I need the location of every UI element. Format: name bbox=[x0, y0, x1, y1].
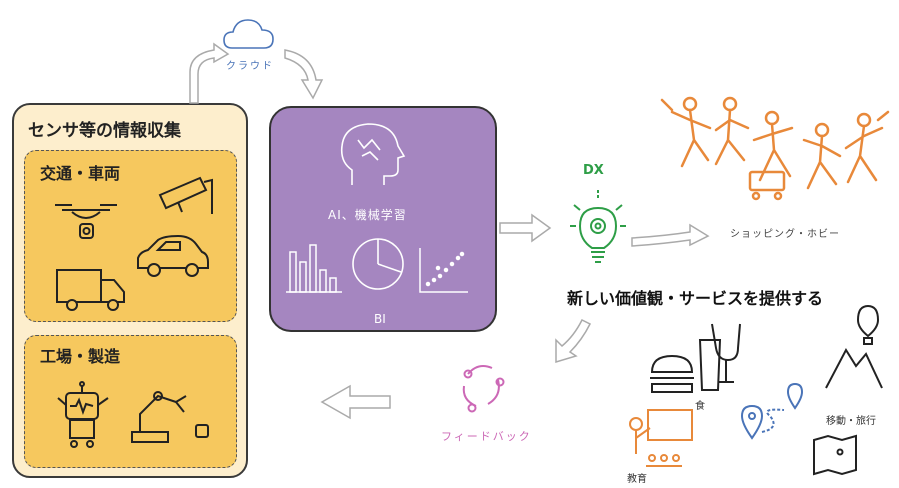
bi-label: BI bbox=[374, 312, 386, 326]
security-camera-icon bbox=[158, 176, 213, 214]
education-label: 教育 bbox=[627, 474, 647, 485]
shopping-label: ショッピング・ホビー bbox=[730, 229, 840, 240]
service-label: 新しい価値観・サービスを提供する bbox=[567, 289, 824, 308]
ai-label: AI、機械学習 bbox=[328, 208, 407, 222]
dx-label: DX bbox=[583, 163, 604, 178]
car-icon bbox=[137, 234, 209, 277]
dx-to-feedback-arrow bbox=[555, 318, 592, 364]
shoppers-icon bbox=[660, 96, 890, 201]
ai-to-dx-arrow bbox=[499, 213, 552, 243]
map-pin-icon bbox=[740, 382, 804, 440]
feedback-to-sensors-arrow bbox=[320, 384, 391, 420]
drone-icon bbox=[55, 204, 117, 239]
food-drink-icon bbox=[650, 323, 741, 393]
scatter-plot-icon bbox=[419, 248, 468, 293]
map-icon bbox=[813, 434, 857, 476]
teacher-icon bbox=[629, 409, 693, 467]
ai-bi-box bbox=[269, 106, 497, 332]
pie-chart-icon bbox=[352, 238, 404, 290]
cloud-down-arrow bbox=[284, 49, 324, 100]
cloud-icon bbox=[223, 19, 274, 49]
traffic-box bbox=[24, 150, 237, 322]
head-brain-icon bbox=[340, 123, 406, 185]
travel-label: 移動・旅行 bbox=[826, 416, 876, 427]
bar-chart-icon bbox=[286, 244, 342, 293]
robot-icon bbox=[57, 381, 109, 448]
traffic-box-title: 交通・車両 bbox=[40, 164, 121, 183]
dx-to-shopping-arrow bbox=[631, 223, 710, 247]
factory-box-title: 工場・製造 bbox=[40, 347, 121, 366]
sensor-panel-title: センサ等の情報収集 bbox=[28, 121, 181, 141]
cloud-label: クラウド bbox=[226, 61, 274, 72]
feedback-label: フィードバック bbox=[441, 430, 532, 443]
cycle-arrows-icon bbox=[462, 365, 505, 413]
food-label: 食 bbox=[695, 401, 705, 412]
mountain-balloon-icon bbox=[825, 304, 883, 389]
cloud-up-arrow bbox=[189, 42, 230, 104]
robot-arm-icon bbox=[131, 391, 209, 443]
factory-box bbox=[24, 335, 237, 468]
gear-lightbulb-icon bbox=[570, 190, 626, 263]
truck-icon bbox=[56, 269, 125, 311]
